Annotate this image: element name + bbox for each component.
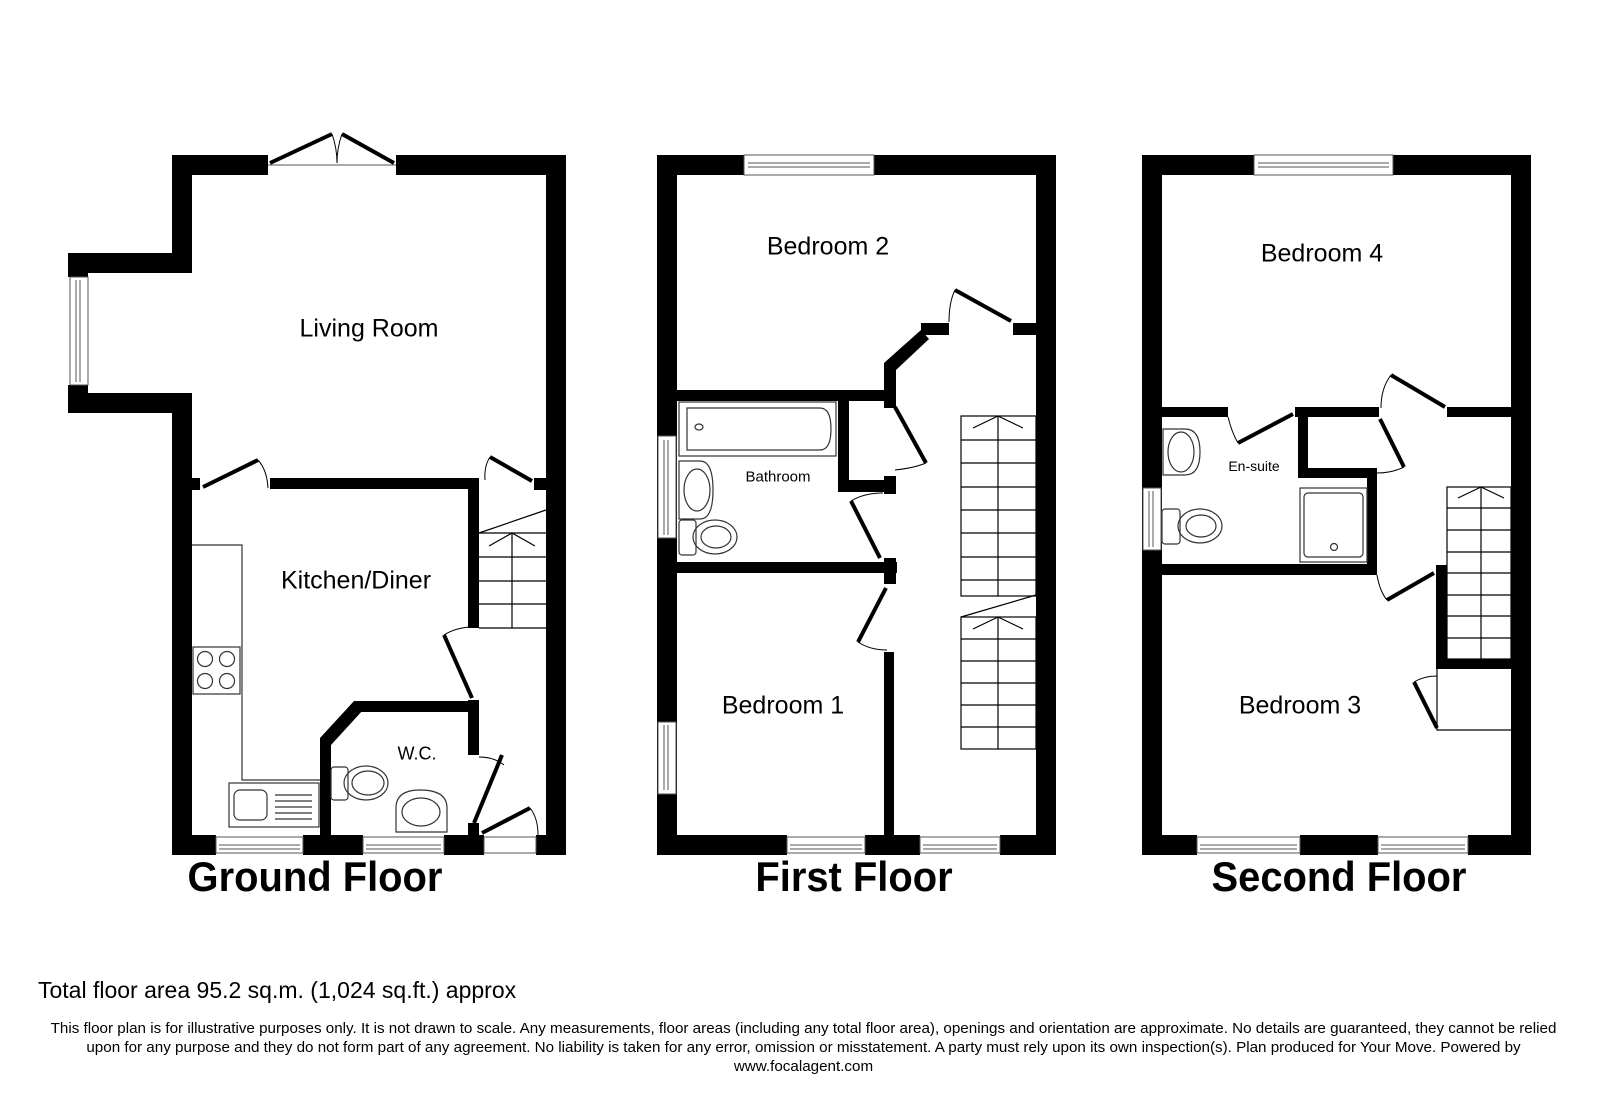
room-label-bedroom-2: Bedroom 2 xyxy=(766,232,890,261)
ground-floor-plan xyxy=(68,132,566,855)
second-floor-plan xyxy=(1142,154,1531,855)
ground-floor-stairs xyxy=(478,509,547,629)
ground-floor-windows xyxy=(69,164,537,854)
toilet-icon xyxy=(678,519,697,556)
second-floor-stairs xyxy=(1436,486,1512,731)
floor-title-ground: Ground Floor xyxy=(187,853,443,900)
toilet-icon xyxy=(1161,508,1181,545)
room-label-bedroom-1: Bedroom 1 xyxy=(721,691,845,720)
room-label-wc: W.C. xyxy=(397,743,437,764)
room-label-bedroom-3: Bedroom 3 xyxy=(1238,691,1362,720)
basin-icon xyxy=(1162,428,1201,476)
sink-icon xyxy=(228,782,320,828)
total-floor-area: Total floor area 95.2 sq.m. (1,024 sq.ft… xyxy=(38,977,517,1003)
floor-title-second: Second Floor xyxy=(1211,853,1467,900)
first-floor-plan xyxy=(657,154,1056,855)
shower-tray-icon xyxy=(1299,487,1368,563)
ground-floor-walls xyxy=(68,155,566,855)
bath-icon xyxy=(678,401,837,457)
room-label-kitchen-diner: Kitchen/Diner xyxy=(280,566,432,595)
basin-icon xyxy=(678,460,714,520)
room-label-living-room: Living Room xyxy=(299,314,439,343)
first-floor-doors xyxy=(849,288,1012,651)
disclaimer-text: This floor plan is for illustrative purp… xyxy=(50,1020,1557,1075)
ground-floor-doors xyxy=(202,132,539,836)
room-label-bathroom: Bathroom xyxy=(745,468,811,486)
room-label-bedroom-4: Bedroom 4 xyxy=(1260,239,1384,268)
hob-icon xyxy=(192,646,241,695)
room-label-en-suite: En-suite xyxy=(1228,458,1280,474)
wc-fittings xyxy=(330,765,448,833)
first-floor-windows xyxy=(657,154,1001,854)
floor-title-first: First Floor xyxy=(755,853,953,900)
kitchen-fittings xyxy=(192,544,320,828)
ensuite-fittings xyxy=(1161,428,1368,563)
bathroom-fittings xyxy=(678,401,837,556)
second-floor-doors xyxy=(1227,373,1447,729)
second-floor-windows xyxy=(1142,154,1469,854)
first-floor-stairs xyxy=(960,415,1037,750)
